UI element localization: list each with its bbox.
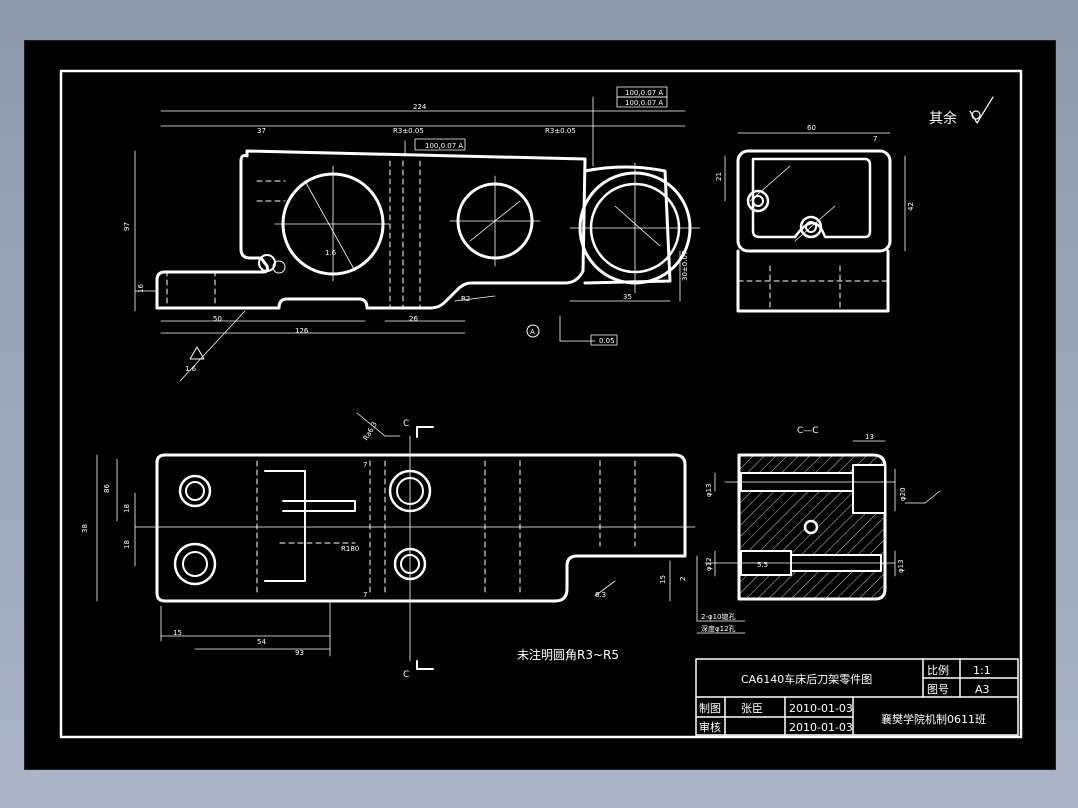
dim-front-h1: R3±0.05 xyxy=(393,127,424,135)
dim-side-42: 42 xyxy=(907,202,915,211)
front-r2: R2 xyxy=(461,295,470,303)
drawing-name: CA6140车床后刀架零件图 xyxy=(741,672,872,686)
school-name: 襄樊学院机制0611班 xyxy=(881,712,986,726)
dim-side-21: 21 xyxy=(715,172,723,181)
dim-front-26: 26 xyxy=(409,315,418,323)
scale-value: 1:1 xyxy=(973,664,991,677)
dim-top-93: 93 xyxy=(295,649,304,657)
dim-front-h2: R3±0.05 xyxy=(545,127,576,135)
dim-cs-55: 5.5 xyxy=(757,561,768,569)
dim-cs-phi13b: φ13 xyxy=(897,559,905,573)
dim-top-18a: 18 xyxy=(123,504,131,513)
dim-top-15: 15 xyxy=(173,629,182,637)
cs-note-1: 2-φ10锪孔 xyxy=(701,612,736,621)
section-title: C—C xyxy=(797,426,819,436)
scale-label: 比例 xyxy=(927,663,949,677)
dim-cs-phi13: φ13 xyxy=(705,483,713,497)
dim-top-38: 38 xyxy=(81,524,89,533)
drawn-label: 制图 xyxy=(699,702,721,715)
title-block xyxy=(695,658,1019,736)
dim-front-50: 50 xyxy=(213,315,222,323)
dim-cs-phi20: φ20 xyxy=(899,487,907,501)
dim-side-7: 7 xyxy=(873,135,877,143)
dim-front-right-h: 30±0.07 xyxy=(681,251,689,281)
side-view xyxy=(724,132,906,313)
dim-front-35: 35 xyxy=(623,293,632,301)
dim-side-60: 60 xyxy=(807,124,816,132)
datum-label: A xyxy=(530,328,535,336)
dim-top-18b: 18 xyxy=(123,540,131,549)
top-view xyxy=(96,412,696,670)
fillet-note: 未注明圆角R3~R5 xyxy=(517,647,619,662)
roughness-symbol-icon xyxy=(969,96,994,124)
dim-top-2: 2 xyxy=(679,577,687,581)
section-mark-top: C xyxy=(403,419,409,429)
section-view xyxy=(696,440,941,634)
dim-front-126: 126 xyxy=(295,327,309,335)
drawing-canvas: 224 37 R3±0.05 R3±0.05 97 16 50 126 26 3… xyxy=(59,69,1023,739)
top-rough-a: Ra6.3 xyxy=(362,421,379,442)
dim-front-total: 224 xyxy=(413,103,427,111)
cs-note-2: 深度φ12孔 xyxy=(701,624,736,633)
dim-front-left-h: 16 xyxy=(137,284,145,293)
dim-top-7b: 7 xyxy=(363,591,367,599)
inner-frame xyxy=(59,69,1023,739)
drawing-no-value: A3 xyxy=(975,683,990,696)
tol-frame-1: 100,0.07 A xyxy=(425,142,463,150)
drawing-sheet: 224 37 R3±0.05 R3±0.05 97 16 50 126 26 3… xyxy=(24,40,1056,770)
dim-cs-13: 13 xyxy=(865,433,874,441)
front-view xyxy=(134,86,701,382)
top-rough-b: 6.3 xyxy=(595,591,606,599)
dim-front-height: 97 xyxy=(123,222,131,231)
drawing-no-label: 图号 xyxy=(927,683,949,696)
dim-top-r180: R180 xyxy=(341,545,359,553)
dim-top-7a: 7 xyxy=(363,461,367,469)
dim-top-54: 54 xyxy=(257,638,266,646)
section-mark-bottom: C xyxy=(403,670,409,680)
dim-top-15r: 15 xyxy=(659,575,667,584)
check-label: 审核 xyxy=(699,720,721,734)
drawn-date: 2010-01-03 xyxy=(789,702,853,715)
tol-frame-3: 100,0.07 A xyxy=(625,99,663,107)
drawn-by: 张臣 xyxy=(741,702,763,715)
dim-cs-phi12: φ12 xyxy=(705,557,713,571)
check-date: 2010-01-03 xyxy=(789,721,853,734)
tol-pos: 0.05 xyxy=(599,337,615,345)
tol-frame-2: 100,0.07 A xyxy=(625,89,663,97)
roughness-label: 其余 xyxy=(929,110,957,127)
dim-top-86: 86 xyxy=(103,484,111,493)
front-rough: 1.6 xyxy=(325,249,337,257)
dim-front-37: 37 xyxy=(257,127,266,135)
front-rough-2: 1.6 xyxy=(185,365,197,373)
